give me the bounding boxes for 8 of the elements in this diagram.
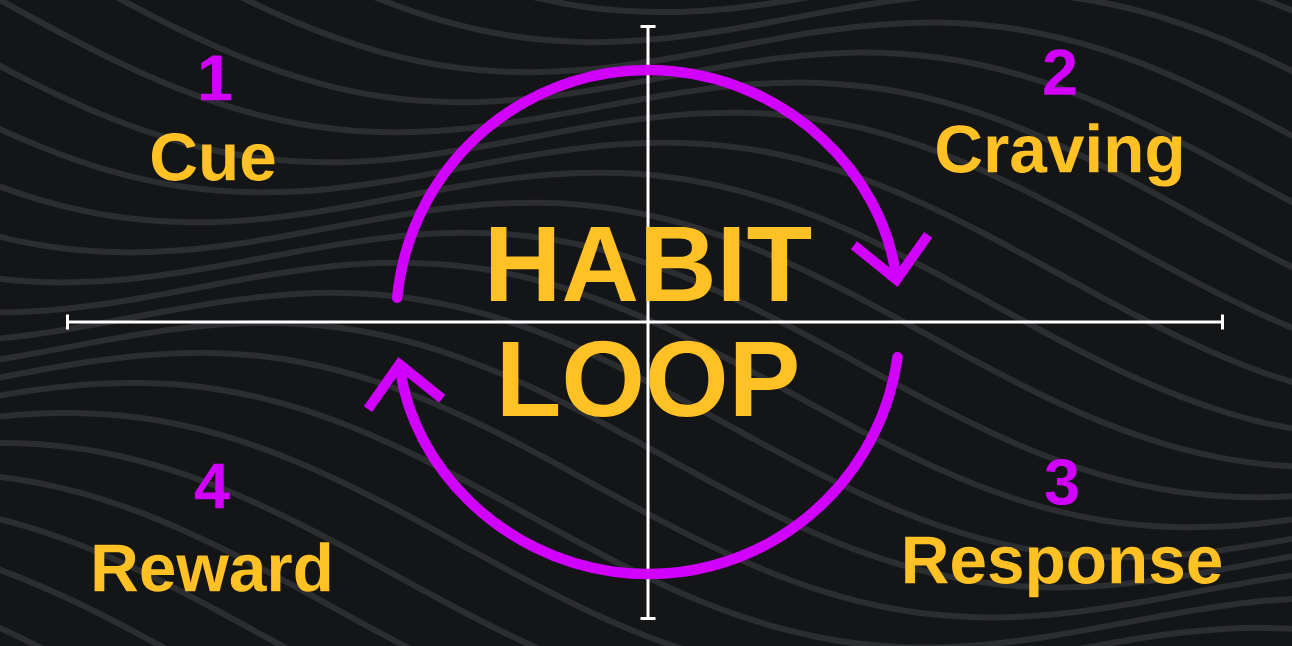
step-number: 3 xyxy=(1045,458,1078,506)
step-label: Reward xyxy=(94,542,330,592)
step-label: Cue xyxy=(152,133,275,181)
step-number: 4 xyxy=(194,463,230,509)
step-number: 2 xyxy=(1044,49,1076,95)
step-label: Response xyxy=(905,536,1221,598)
step-number: 1 xyxy=(201,55,232,101)
step-label: Craving xyxy=(937,123,1182,187)
